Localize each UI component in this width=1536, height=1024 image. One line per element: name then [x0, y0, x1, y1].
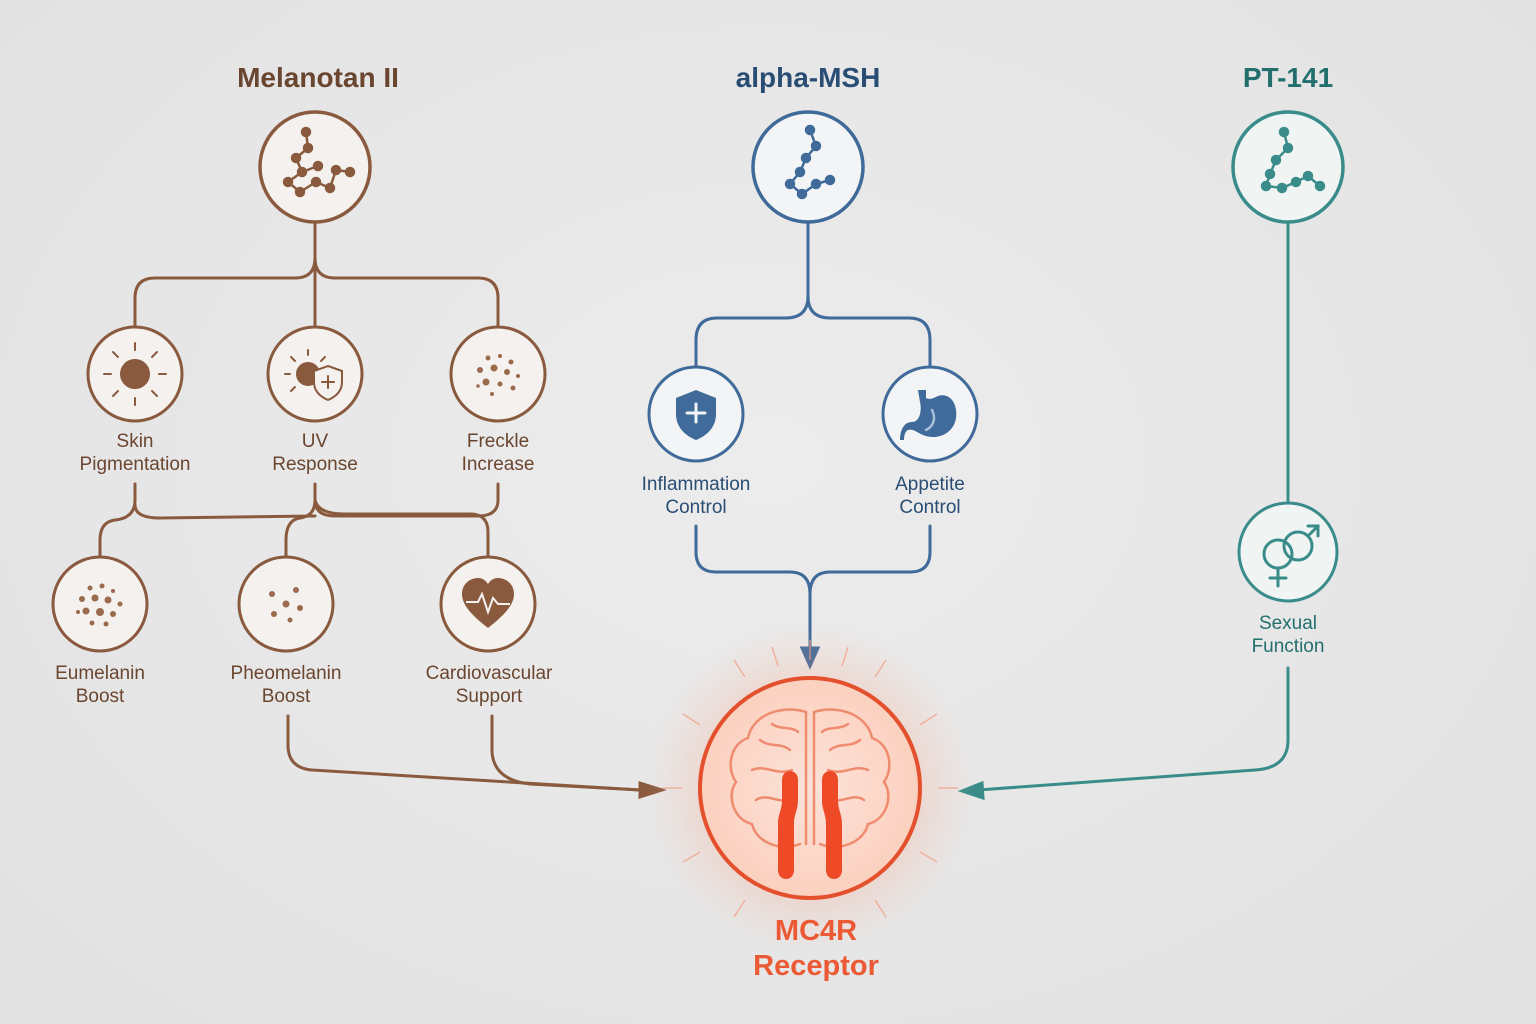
receptor-line: MC4R	[774, 915, 858, 947]
sexual-function-label: Sexual Function	[1252, 612, 1325, 658]
label-line: Response	[272, 454, 358, 475]
appetite-control-label: Appetite Control	[895, 473, 965, 519]
shield-plus-icon	[676, 390, 716, 440]
inflammation-control-label: Inflammation Control	[642, 473, 751, 519]
label-line: Pheomelanin	[230, 663, 342, 684]
label-line: UV	[301, 431, 329, 452]
pt141-molecule-node	[1231, 110, 1345, 224]
cardiovascular-support-label: Cardiovascular Support	[426, 662, 553, 708]
uv-response-label: UV Response	[272, 430, 358, 476]
label-line: Boost	[75, 686, 125, 707]
mc4r-receptor-label: MC4R Receptor	[753, 914, 879, 984]
receptor-circle	[698, 676, 922, 900]
receptor-rays	[662, 640, 958, 918]
alpha-msh-title: alpha-MSH	[735, 62, 881, 93]
skin-pigmentation-node	[86, 325, 184, 423]
pt141-title: PT-141	[1242, 62, 1334, 93]
melanotan-molecule-node	[258, 110, 372, 224]
uv-shield-icon	[284, 349, 343, 402]
label-line: Skin	[116, 431, 154, 452]
eumelanin-boost-label: Eumelanin Boost	[55, 662, 145, 708]
skin-pigmentation-label: Skin Pigmentation	[80, 430, 191, 476]
stomach-icon	[900, 390, 957, 440]
freckles-icon	[476, 354, 520, 396]
melanotan-connectors	[98, 220, 667, 800]
brain-receptor-icon	[729, 708, 891, 879]
label-line: Support	[455, 686, 523, 707]
label-line: Cardiovascular	[425, 663, 553, 684]
label-line: Function	[1251, 636, 1325, 657]
label-line: Boost	[261, 686, 311, 707]
label-line: Pigmentation	[79, 454, 191, 475]
label-line: Control	[665, 497, 727, 518]
pheomelanin-boost-node	[237, 555, 335, 653]
label-line: Eumelanin	[55, 663, 145, 684]
label-line: Freckle	[466, 431, 530, 452]
molecule-icon	[1260, 126, 1326, 194]
receptor-line: Receptor	[753, 950, 879, 982]
mc4r-receptor-node	[645, 623, 975, 953]
label-line: Control	[899, 497, 961, 518]
freckle-increase-label: Freckle Increase	[462, 430, 535, 476]
sexual-function-node	[1237, 501, 1339, 603]
melanotan-title: Melanotan II	[237, 62, 399, 93]
alpha-msh-molecule-node	[751, 110, 865, 224]
pheomelanin-boost-label: Pheomelanin Boost	[231, 662, 342, 708]
gender-symbols-icon	[1262, 524, 1320, 588]
sun-icon	[103, 342, 167, 406]
uv-response-node	[266, 325, 364, 423]
heart-pulse-icon	[462, 578, 514, 628]
label-line: Increase	[461, 454, 535, 475]
eumelanin-boost-node	[51, 555, 149, 653]
label-line: Inflammation	[641, 474, 751, 495]
inflammation-control-node	[647, 365, 745, 463]
molecule-icon	[282, 126, 356, 198]
pt141-connectors	[957, 220, 1290, 801]
freckle-increase-node	[449, 325, 547, 423]
label-line: Sexual	[1258, 613, 1318, 634]
molecule-icon	[784, 124, 836, 200]
dots-cluster-icon	[76, 583, 123, 627]
dots-sparse-icon	[269, 587, 303, 623]
cardiovascular-support-node	[439, 555, 537, 653]
label-line: Appetite	[895, 474, 965, 495]
appetite-control-node	[881, 365, 979, 463]
